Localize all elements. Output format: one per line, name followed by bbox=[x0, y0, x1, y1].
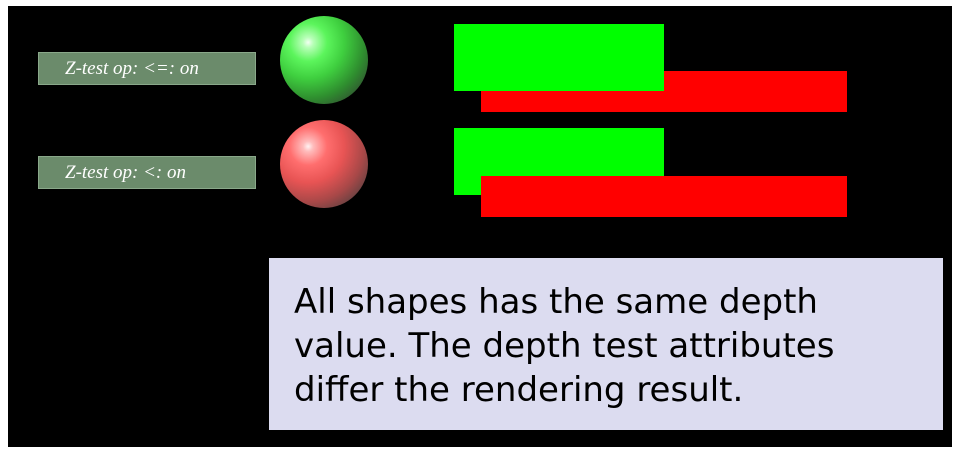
green-sphere bbox=[280, 16, 368, 104]
render-canvas: Z-test op: <=: on Z-test op: <: on All s… bbox=[8, 6, 952, 447]
red-rectangle-row2 bbox=[481, 176, 847, 217]
ztest-label-lequal: Z-test op: <=: on bbox=[38, 52, 256, 85]
red-sphere bbox=[280, 120, 368, 208]
explanation-note: All shapes has the same depth value. The… bbox=[269, 258, 943, 430]
green-rectangle-row1 bbox=[454, 24, 664, 91]
ztest-label-less: Z-test op: <: on bbox=[38, 156, 256, 189]
